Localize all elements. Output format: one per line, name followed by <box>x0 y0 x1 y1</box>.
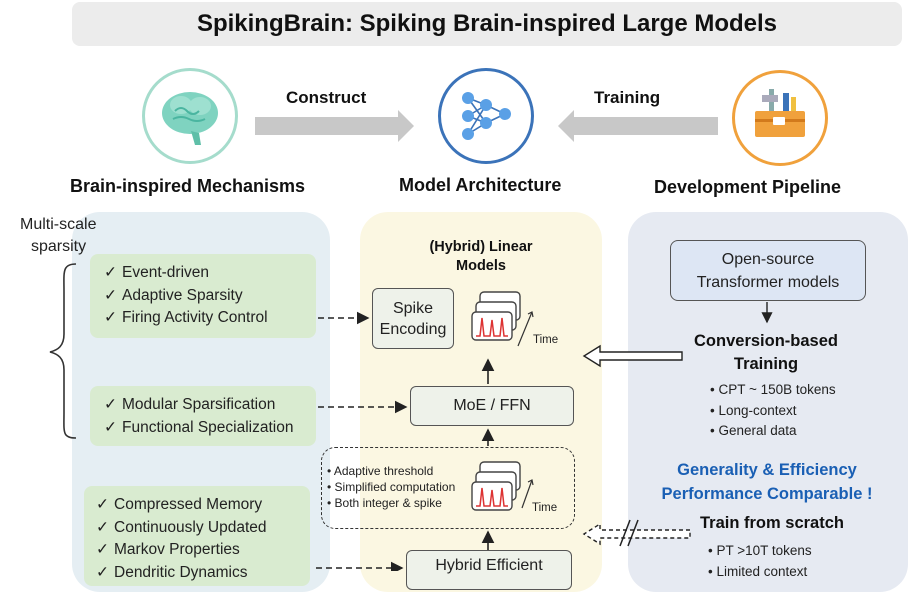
firing-features-box: ✓Event-driven ✓Adaptive Sparsity ✓Firing… <box>90 254 316 338</box>
brain-icon <box>142 68 238 164</box>
title-bar: SpikingBrain: Spiking Brain-inspired Lar… <box>72 2 902 46</box>
train-from-scratch-title: Train from scratch <box>700 514 844 532</box>
neuron-features-list: • Adaptive threshold • Simplified comput… <box>327 463 455 511</box>
modular-features-box: ✓Modular Sparsification ✓Functional Spec… <box>90 386 316 446</box>
memory-features-box: ✓Compressed Memory ✓Continuously Updated… <box>84 486 310 586</box>
bullet-item: • CPT ~ 150B tokens <box>710 382 836 397</box>
page-title: SpikingBrain: Spiking Brain-inspired Lar… <box>196 10 778 37</box>
curly-brace <box>49 263 77 439</box>
feature-item: ✓Event-driven <box>104 264 210 281</box>
feature-item: ✓Firing Activity Control <box>104 309 268 326</box>
neuron-feature-item: • Simplified computation <box>327 480 456 494</box>
brain-mechanisms-label: Brain-inspired Mechanisms <box>70 176 306 196</box>
feature-item: ✓Modular Sparsification <box>104 396 276 413</box>
neuron-feature-item: • Adaptive threshold <box>327 464 434 478</box>
training-label: Training <box>594 88 661 107</box>
scratch-bullets: • PT >10T tokens • Limited context <box>708 541 812 582</box>
bullet-item: • PT >10T tokens <box>708 543 812 558</box>
multi-scale-label: Multi-scale <box>20 216 97 233</box>
spike-train-icon <box>471 291 534 347</box>
neuron-feature-item: • Both integer & spike <box>327 496 442 510</box>
time-label: Time <box>533 334 559 346</box>
conversion-bullets: • CPT ~ 150B tokens • Long-context • Gen… <box>710 380 836 442</box>
linear-models-title: (Hybrid) Linear Models <box>429 239 533 274</box>
bullet-item: • Long-context <box>710 402 797 418</box>
feature-item: ✓Adaptive Sparsity <box>104 286 243 304</box>
connector-arrows <box>255 110 718 142</box>
bullet-item: • General data <box>710 423 797 438</box>
sparsity-label: sparsity <box>31 238 87 255</box>
model-architecture-label: Model Architecture <box>399 175 562 195</box>
toolbox-icon <box>732 70 828 166</box>
spike-encoding-box: Spike Encoding <box>372 288 454 349</box>
feature-item: ✓Markov Properties <box>96 541 240 558</box>
open-source-models-box: Open-source Transformer models <box>670 240 866 301</box>
generality-efficiency-text: Generality & Efficiency Performance Comp… <box>661 461 873 503</box>
construct-label: Construct <box>286 88 367 107</box>
feature-item: ✓Compressed Memory <box>96 496 263 513</box>
neuron-features-box <box>321 447 575 529</box>
feature-item: ✓Continuously Updated <box>96 518 267 536</box>
flow-arrows <box>316 302 773 571</box>
bullet-item: • Limited context <box>708 563 808 579</box>
conversion-training-title: Conversion-based Training <box>694 332 838 373</box>
time-label: Time <box>532 502 558 514</box>
spike-train-icon <box>471 461 534 511</box>
neural-network-icon <box>438 68 534 164</box>
feature-item: ✓Functional Specialization <box>104 418 294 436</box>
moe-ffn-box: MoE / FFN <box>410 386 574 426</box>
development-pipeline-label: Development Pipeline <box>654 177 842 197</box>
